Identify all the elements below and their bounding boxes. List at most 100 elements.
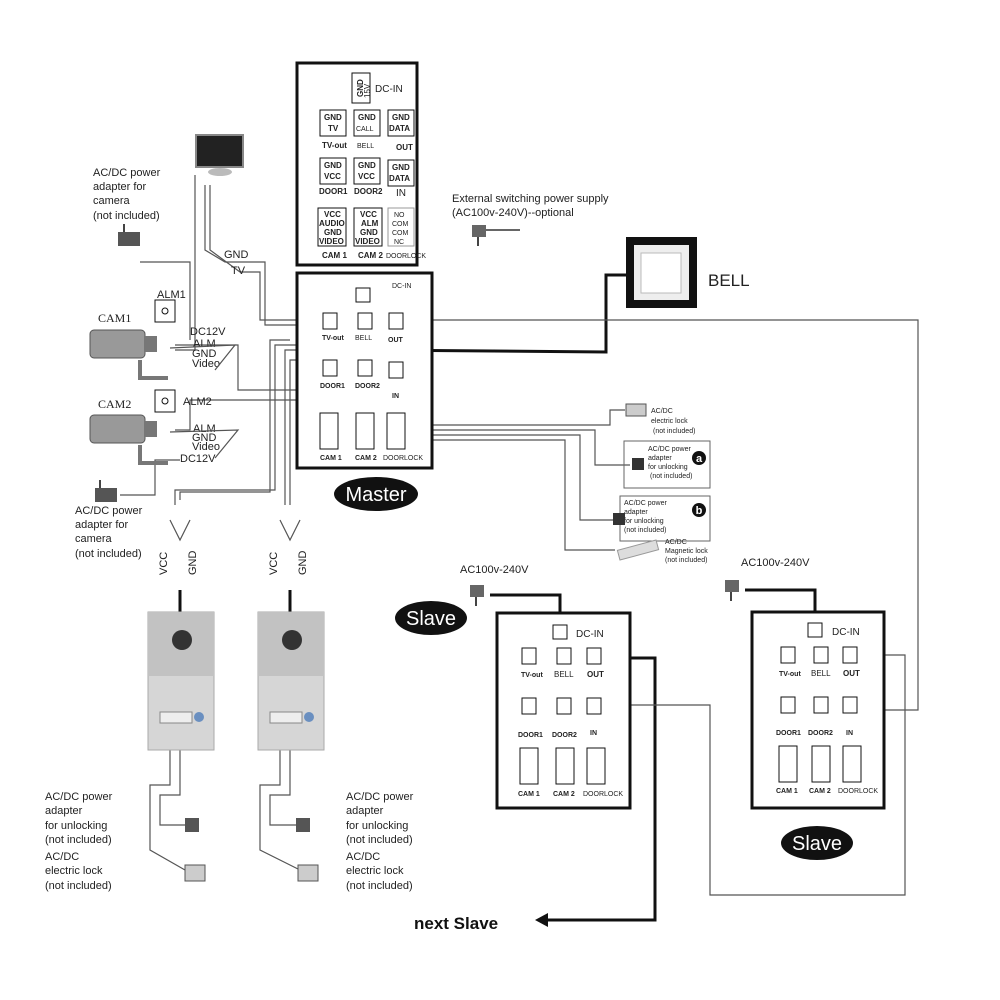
badges-master-text: Master: [345, 484, 406, 506]
lock_b-marker-text: b: [696, 505, 703, 517]
door_unlock-adapter-0-text: AC/DC power: [346, 791, 414, 803]
dc-in-connector: [355, 287, 371, 303]
spec_panel-ports-4-lines-0-text: GND: [358, 161, 376, 170]
lock-option-b: AC/DC power adapter for unlocking (not i…: [613, 495, 711, 564]
spec_panel-ports-8-lines-3-text: NC: [394, 239, 404, 246]
module_labels-doorlock-text: DOORLOCK: [838, 788, 878, 795]
module_labels-tv_out-text: TV-out: [779, 671, 801, 678]
spec_panel-ports-5-lines-0-text: GND: [392, 163, 410, 172]
cam2-video-text: Video: [192, 441, 220, 453]
camera-adapter-bottom: AC/DC power adapter for camera (not incl…: [75, 480, 143, 560]
spec_panel-ports-0-lines-1-text: TV: [328, 124, 339, 133]
lock_b-lock-2-text: (not included): [665, 557, 707, 564]
spec_panel-ports-6-lines-0-text: VCC: [324, 210, 341, 219]
tv-out-connector: [322, 312, 338, 330]
spec_panel-ports-4-label-text: DOOR2: [354, 187, 383, 196]
camera-lens-icon: [172, 630, 192, 650]
door_wires-vcc-text: VCC: [158, 552, 170, 575]
module_labels-in-text: IN: [846, 730, 853, 737]
cam2-alm-text: ALM: [193, 423, 216, 435]
cam1-connector: [319, 412, 339, 450]
dc-in-label: DC-IN: [375, 84, 403, 95]
door_wires-gnd-text: GND: [187, 551, 199, 576]
camera-icon: [89, 414, 168, 465]
door-station-2: [257, 611, 325, 751]
spec_panel-ports-5-label-text: IN: [396, 188, 406, 199]
module_labels-doorlock-text: DOORLOCK: [383, 455, 423, 462]
power-ac_slave-text: AC100v-240V: [460, 564, 529, 576]
master-module: DC-IN TV-out BELL OUT DOOR1 DOOR2 IN CAM…: [295, 271, 434, 470]
module_labels-dc_in-text: DC-IN: [832, 627, 860, 638]
module_labels-out-text: OUT: [843, 669, 860, 678]
bell-label: BELL: [708, 271, 750, 290]
door1-connector: [322, 359, 338, 377]
slave1-power: AC100v-240V: [460, 564, 529, 606]
cam1-name-text: CAM1: [98, 311, 131, 325]
module_labels-door1-text: DOOR1: [776, 730, 801, 737]
camera-lens-icon: [282, 630, 302, 650]
power-external-0-text: External switching power supply: [452, 193, 609, 205]
door1-wire-labels: VCC GND: [158, 551, 199, 576]
spec_panel-ports-2-label-text: OUT: [396, 143, 413, 152]
power-plug-icon: [613, 513, 625, 525]
wires: [120, 175, 919, 927]
badges-slave-text: Slave: [406, 608, 456, 630]
lock-option-a: AC/DC electric lock (not included) AC/DC…: [623, 403, 711, 489]
spec_panel-ports-6-lines-3-text: VIDEO: [319, 237, 344, 246]
15v-label: 15V: [363, 83, 372, 98]
door_unlock-lock-2-text: (not included): [45, 880, 112, 892]
module_labels-out-text: OUT: [388, 337, 404, 344]
camera_adapter-0-text: AC/DC power: [75, 505, 143, 517]
module_labels-bell-text: BELL: [554, 670, 574, 679]
cam2-connector: [355, 412, 375, 450]
in-connector: [388, 361, 404, 379]
module_labels-doorlock-text: DOORLOCK: [583, 791, 623, 798]
power-plug-icon: [470, 585, 484, 606]
door_unlock-lock-2-text: (not included): [346, 880, 413, 892]
module_labels-bell-text: BELL: [355, 335, 372, 342]
badges-slave-text: Slave: [792, 833, 842, 855]
module_labels-cam2-text: CAM 2: [553, 791, 575, 798]
camera-1: CAM1 ALM1 DC12V ALM GND Video: [89, 289, 237, 380]
power-plug-icon: [185, 818, 199, 832]
spec_panel-ports-7-lines-3-text: VIDEO: [355, 237, 380, 246]
door_unlock-adapter-3-text: (not included): [45, 834, 112, 846]
power-plug-icon: [472, 225, 520, 246]
lock_b-lock-0-text: AC/DC: [665, 539, 687, 546]
slave-module-2: DC-IN TV-out BELL OUT DOOR1 DOOR2 IN CAM…: [750, 610, 886, 810]
door_unlock-adapter-1-text: adapter: [346, 805, 384, 817]
slave2-power: AC100v-240V: [725, 557, 810, 601]
spec_panel-ports-8-lines-2-text: COM: [392, 230, 409, 237]
module_labels-door1-text: DOOR1: [518, 732, 543, 739]
cam1-alm_box-text: ALM1: [157, 289, 186, 301]
lock_b-adapter-2-text: for unlocking: [624, 518, 664, 525]
lock_a-adapter-2-text: for unlocking: [648, 464, 688, 471]
lock_a-marker-text: a: [696, 453, 703, 465]
door2-wire-labels: VCC GND: [268, 551, 309, 576]
monitor-tv-label: TV: [231, 265, 246, 277]
spec_panel-ports-2-lines-1-text: DATA: [389, 124, 410, 133]
electric-lock-icon: [625, 403, 647, 417]
lock_a-adapter-1-text: adapter: [648, 455, 672, 462]
camera_adapter-0-text: AC/DC power: [93, 167, 161, 179]
spec_panel-ports-8-lines-0-text: NO: [394, 212, 405, 219]
bell-switch: BELL: [626, 237, 750, 308]
next-slave-label: next Slave: [414, 914, 498, 933]
port-door2: GND VCC DOOR2: [353, 157, 383, 196]
spec_panel-ports-6-lines-2-text: GND: [324, 228, 342, 237]
cam1-video-text: Video: [192, 358, 220, 370]
door_unlock-adapter-2-text: for unlocking: [45, 820, 107, 832]
spec_panel-ports-4-lines-1-text: VCC: [358, 172, 375, 181]
marker-b: [692, 503, 706, 517]
power-ac_slave-text: AC100v-240V: [741, 557, 810, 569]
power-plug-icon: [118, 224, 140, 246]
power-plug-icon: [725, 580, 739, 601]
master-badge: Master: [334, 477, 418, 511]
